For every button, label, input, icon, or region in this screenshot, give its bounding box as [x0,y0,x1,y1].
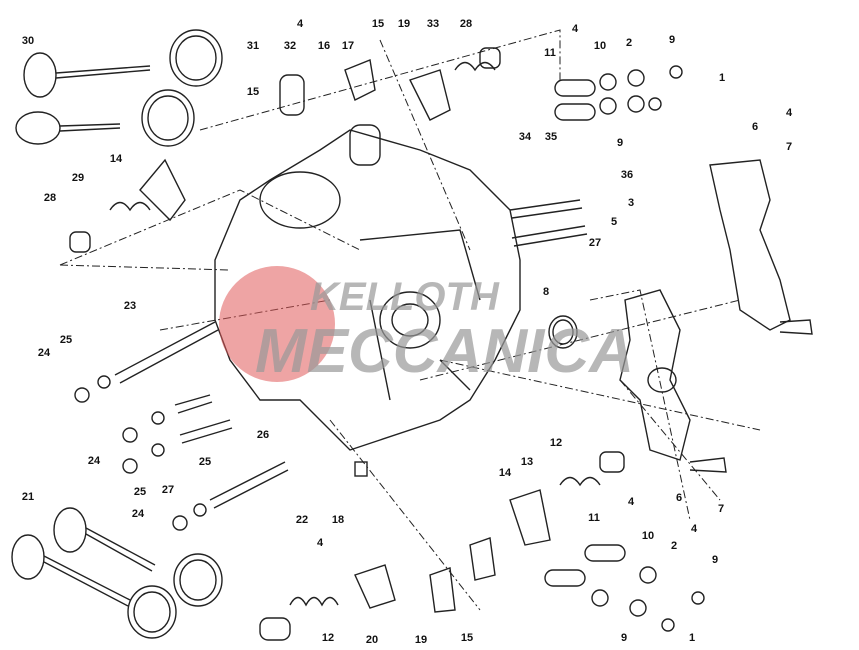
bracket-parts [548,159,813,473]
part-number-label[interactable]: 15 [370,18,386,30]
part-number-label[interactable]: 3 [626,197,636,209]
part-number-label[interactable]: 19 [396,18,412,30]
part-number-label[interactable]: 4 [570,23,580,35]
part-number-label[interactable]: 7 [716,503,726,515]
part-number-label[interactable]: 9 [619,632,629,644]
part-number-label[interactable]: 28 [42,192,58,204]
part-number-label[interactable]: 6 [674,492,684,504]
part-number-label[interactable]: 27 [587,237,603,249]
part-number-label[interactable]: 11 [543,47,557,59]
part-number-label[interactable]: 15 [245,86,261,98]
part-number-label[interactable]: 31 [245,40,261,52]
valve-lower [11,507,223,639]
valve-upper [15,29,223,147]
part-number-label[interactable]: 9 [615,137,625,149]
part-number-label[interactable]: 1 [687,632,697,644]
part-number-label[interactable]: 25 [132,486,148,498]
part-number-label[interactable]: 20 [364,634,380,646]
part-number-label[interactable]: 10 [592,40,608,52]
part-number-label[interactable]: 10 [640,530,656,542]
part-number-label[interactable]: 8 [541,286,551,298]
part-number-label[interactable]: 11 [587,512,601,524]
part-number-label[interactable]: 21 [20,491,36,503]
part-number-label[interactable]: 12 [548,437,564,449]
part-number-label[interactable]: 4 [315,537,325,549]
part-number-label[interactable]: 27 [160,484,176,496]
watermark-logo: KELLOTH MECCANICA [219,266,634,386]
part-number-label[interactable]: 30 [20,35,36,47]
part-number-label[interactable]: 19 [413,634,429,646]
part-number-label[interactable]: 9 [667,34,677,46]
part-number-label[interactable]: 33 [425,18,441,30]
part-number-label[interactable]: 24 [130,508,146,520]
part-number-label[interactable]: 18 [330,514,346,526]
part-number-label[interactable]: 12 [320,632,336,644]
part-number-label[interactable]: 2 [624,37,634,49]
part-number-label[interactable]: 4 [784,107,794,119]
part-number-label[interactable]: 26 [255,429,271,441]
part-number-label[interactable]: 23 [122,300,138,312]
part-number-label[interactable]: 14 [497,467,513,479]
part-number-label[interactable]: 13 [519,456,535,468]
part-number-label[interactable]: 9 [710,554,720,566]
part-number-label[interactable]: 4 [295,18,305,30]
part-number-label[interactable]: 28 [458,18,474,30]
part-number-label[interactable]: 35 [543,131,559,143]
part-number-label[interactable]: 5 [609,216,619,228]
part-number-label[interactable]: 34 [517,131,533,143]
tubes-and-seals [69,47,705,641]
assembly-guides [59,29,761,611]
cylinder-head [214,124,521,451]
part-number-label[interactable]: 16 [316,40,332,52]
part-number-label[interactable]: 1 [717,72,727,84]
part-number-label[interactable]: 24 [86,455,102,467]
part-number-label[interactable]: 15 [459,632,475,644]
part-number-label[interactable]: 25 [197,456,213,468]
part-number-label[interactable]: 32 [282,40,298,52]
part-number-label[interactable]: 36 [619,169,635,181]
part-number-label[interactable]: 6 [750,121,760,133]
part-number-label[interactable]: 4 [626,496,636,508]
part-number-label[interactable]: 22 [294,514,310,526]
part-number-label[interactable]: 7 [784,141,794,153]
part-number-label[interactable]: 24 [36,347,52,359]
part-number-label[interactable]: 14 [108,153,124,165]
part-number-label[interactable]: 2 [669,540,679,552]
part-number-label[interactable]: 4 [689,523,699,535]
part-number-label[interactable]: 25 [58,334,74,346]
svg-text:KELLOTH: KELLOTH [310,275,500,319]
part-number-label[interactable]: 17 [340,40,356,52]
svg-text:MECCANICA: MECCANICA [255,317,634,386]
part-number-label[interactable]: 29 [70,172,86,184]
